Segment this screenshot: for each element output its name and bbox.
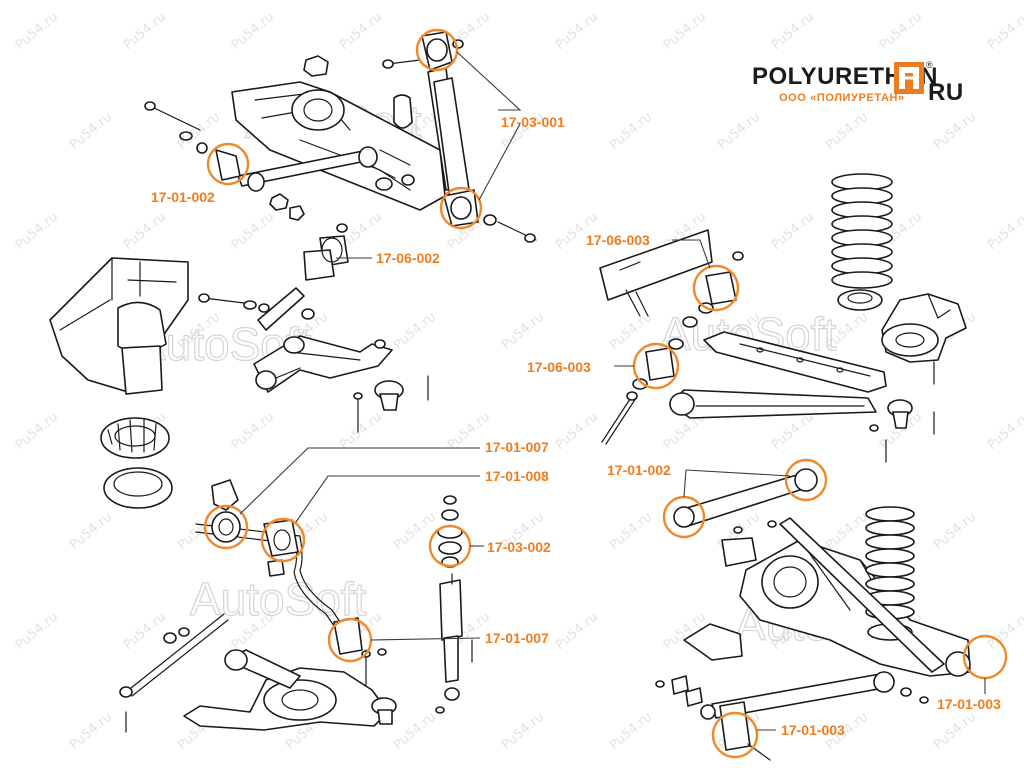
watermark-site: Pu54.ru	[931, 509, 979, 553]
highlight-17-01-007-left	[203, 504, 249, 550]
watermark-site: Pu54.ru	[391, 509, 439, 553]
watermark-site: Pu54.ru	[985, 409, 1024, 453]
front-suspension-right	[599, 173, 967, 463]
watermark-site: Pu54.ru	[985, 209, 1024, 253]
watermark-site: Pu54.ru	[391, 709, 439, 753]
highlight-17-01-003-bottom	[711, 711, 759, 759]
watermark-site: Pu54.ru	[931, 709, 979, 753]
callout-17-01-003-right: 17-01-003	[937, 696, 1001, 712]
coil-spring-icon	[831, 173, 893, 289]
watermark-site: Pu54.ru	[553, 409, 601, 453]
callout-17-01-002-right: 17-01-002	[607, 462, 671, 478]
watermark-site: Pu54.ru	[67, 109, 115, 153]
watermark-site: Pu54.ru	[499, 309, 547, 353]
callout-17-06-003-upper: 17-06-003	[586, 232, 650, 248]
watermark-site: Pu54.ru	[769, 209, 817, 253]
front-lower-assembly	[119, 479, 473, 733]
rear-axle-assembly-bottom	[655, 468, 971, 761]
highlight-17-01-002-right	[784, 458, 828, 502]
watermark-site: Pu54.ru	[13, 409, 61, 453]
watermark-site: Pu54.ru	[607, 709, 655, 753]
logo-name-right: RU	[928, 79, 964, 106]
logo-registered-mark: ®	[926, 60, 933, 70]
highlighted-bushings	[203, 28, 1008, 759]
watermark-site: Pu54.ru	[229, 409, 277, 453]
watermark-site: Pu54.ru	[67, 509, 115, 553]
front-suspension-left	[49, 223, 429, 509]
watermark-site: Pu54.ru	[499, 709, 547, 753]
watermark-site: Pu54.ru	[607, 509, 655, 553]
watermark-site: Pu54.ru	[553, 609, 601, 653]
watermark-site: Pu54.ru	[13, 609, 61, 653]
leader-lines	[239, 51, 986, 731]
callout-17-01-003-bottom: 17-01-003	[781, 722, 845, 738]
watermark-site: Pu54.ru	[121, 609, 169, 653]
callout-17-01-007-lower: 17-01-007	[485, 630, 549, 646]
coil-spring-rear-icon	[865, 506, 915, 620]
highlight-17-03-001-upper	[415, 28, 459, 72]
watermark-site: Pu54.ru	[229, 209, 277, 253]
highlight-17-03-001-lower	[439, 186, 483, 230]
watermark-site: Pu54.ru	[391, 309, 439, 353]
watermark-site: Pu54.ru	[823, 109, 871, 153]
watermark-site: Pu54.ru	[445, 9, 493, 53]
watermark-site: Pu54.ru	[607, 109, 655, 153]
watermark-site: Pu54.ru	[121, 9, 169, 53]
callout-17-01-007-upper: 17-01-007	[485, 439, 549, 455]
watermark-brand: AutoSoft	[190, 573, 367, 625]
callout-17-01-002-top: 17-01-002	[151, 189, 215, 205]
watermark-site: Pu54.ru	[553, 9, 601, 53]
watermark-site: Pu54.ru	[337, 409, 385, 453]
rear-axle-assembly-top	[144, 31, 537, 243]
highlight-17-01-002-top	[206, 142, 250, 186]
watermark-site: Pu54.ru	[13, 9, 61, 53]
watermark-site: Pu54.ru	[931, 109, 979, 153]
callout-17-01-008: 17-01-008	[485, 468, 549, 484]
callout-17-03-001: 17-03-001	[501, 114, 565, 130]
watermark-site: Pu54.ru	[337, 9, 385, 53]
highlight-17-01-008	[260, 517, 306, 563]
watermark-site: Pu54.ru	[769, 9, 817, 53]
watermark-site: Pu54.ru	[67, 709, 115, 753]
watermark-site: Pu54.ru	[229, 9, 277, 53]
watermark-site: Pu54.ru	[823, 509, 871, 553]
watermark-site: Pu54.ru	[715, 109, 763, 153]
highlight-17-06-003-upper	[692, 264, 740, 312]
callout-17-03-002: 17-03-002	[487, 539, 551, 555]
logo-subtitle: ООО «ПОЛИУРЕТАН»	[779, 92, 905, 104]
callout-17-06-003-lower: 17-06-003	[527, 359, 591, 375]
watermark-site: Pu54.ru	[661, 9, 709, 53]
company-logo: POLYURETHAN ® RU ООО «ПОЛИУРЕТАН»	[752, 60, 964, 106]
watermark-site: Pu54.ru	[121, 209, 169, 253]
callout-17-06-002: 17-06-002	[376, 250, 440, 266]
logo-mark-icon	[894, 62, 924, 94]
watermark-site: Pu54.ru	[985, 9, 1024, 53]
callout-labels: 17-03-001 17-01-002 17-06-002 17-06-003 …	[151, 114, 1001, 738]
watermark-site: Pu54.ru	[877, 9, 925, 53]
watermark-site: Pu54.ru	[13, 209, 61, 253]
